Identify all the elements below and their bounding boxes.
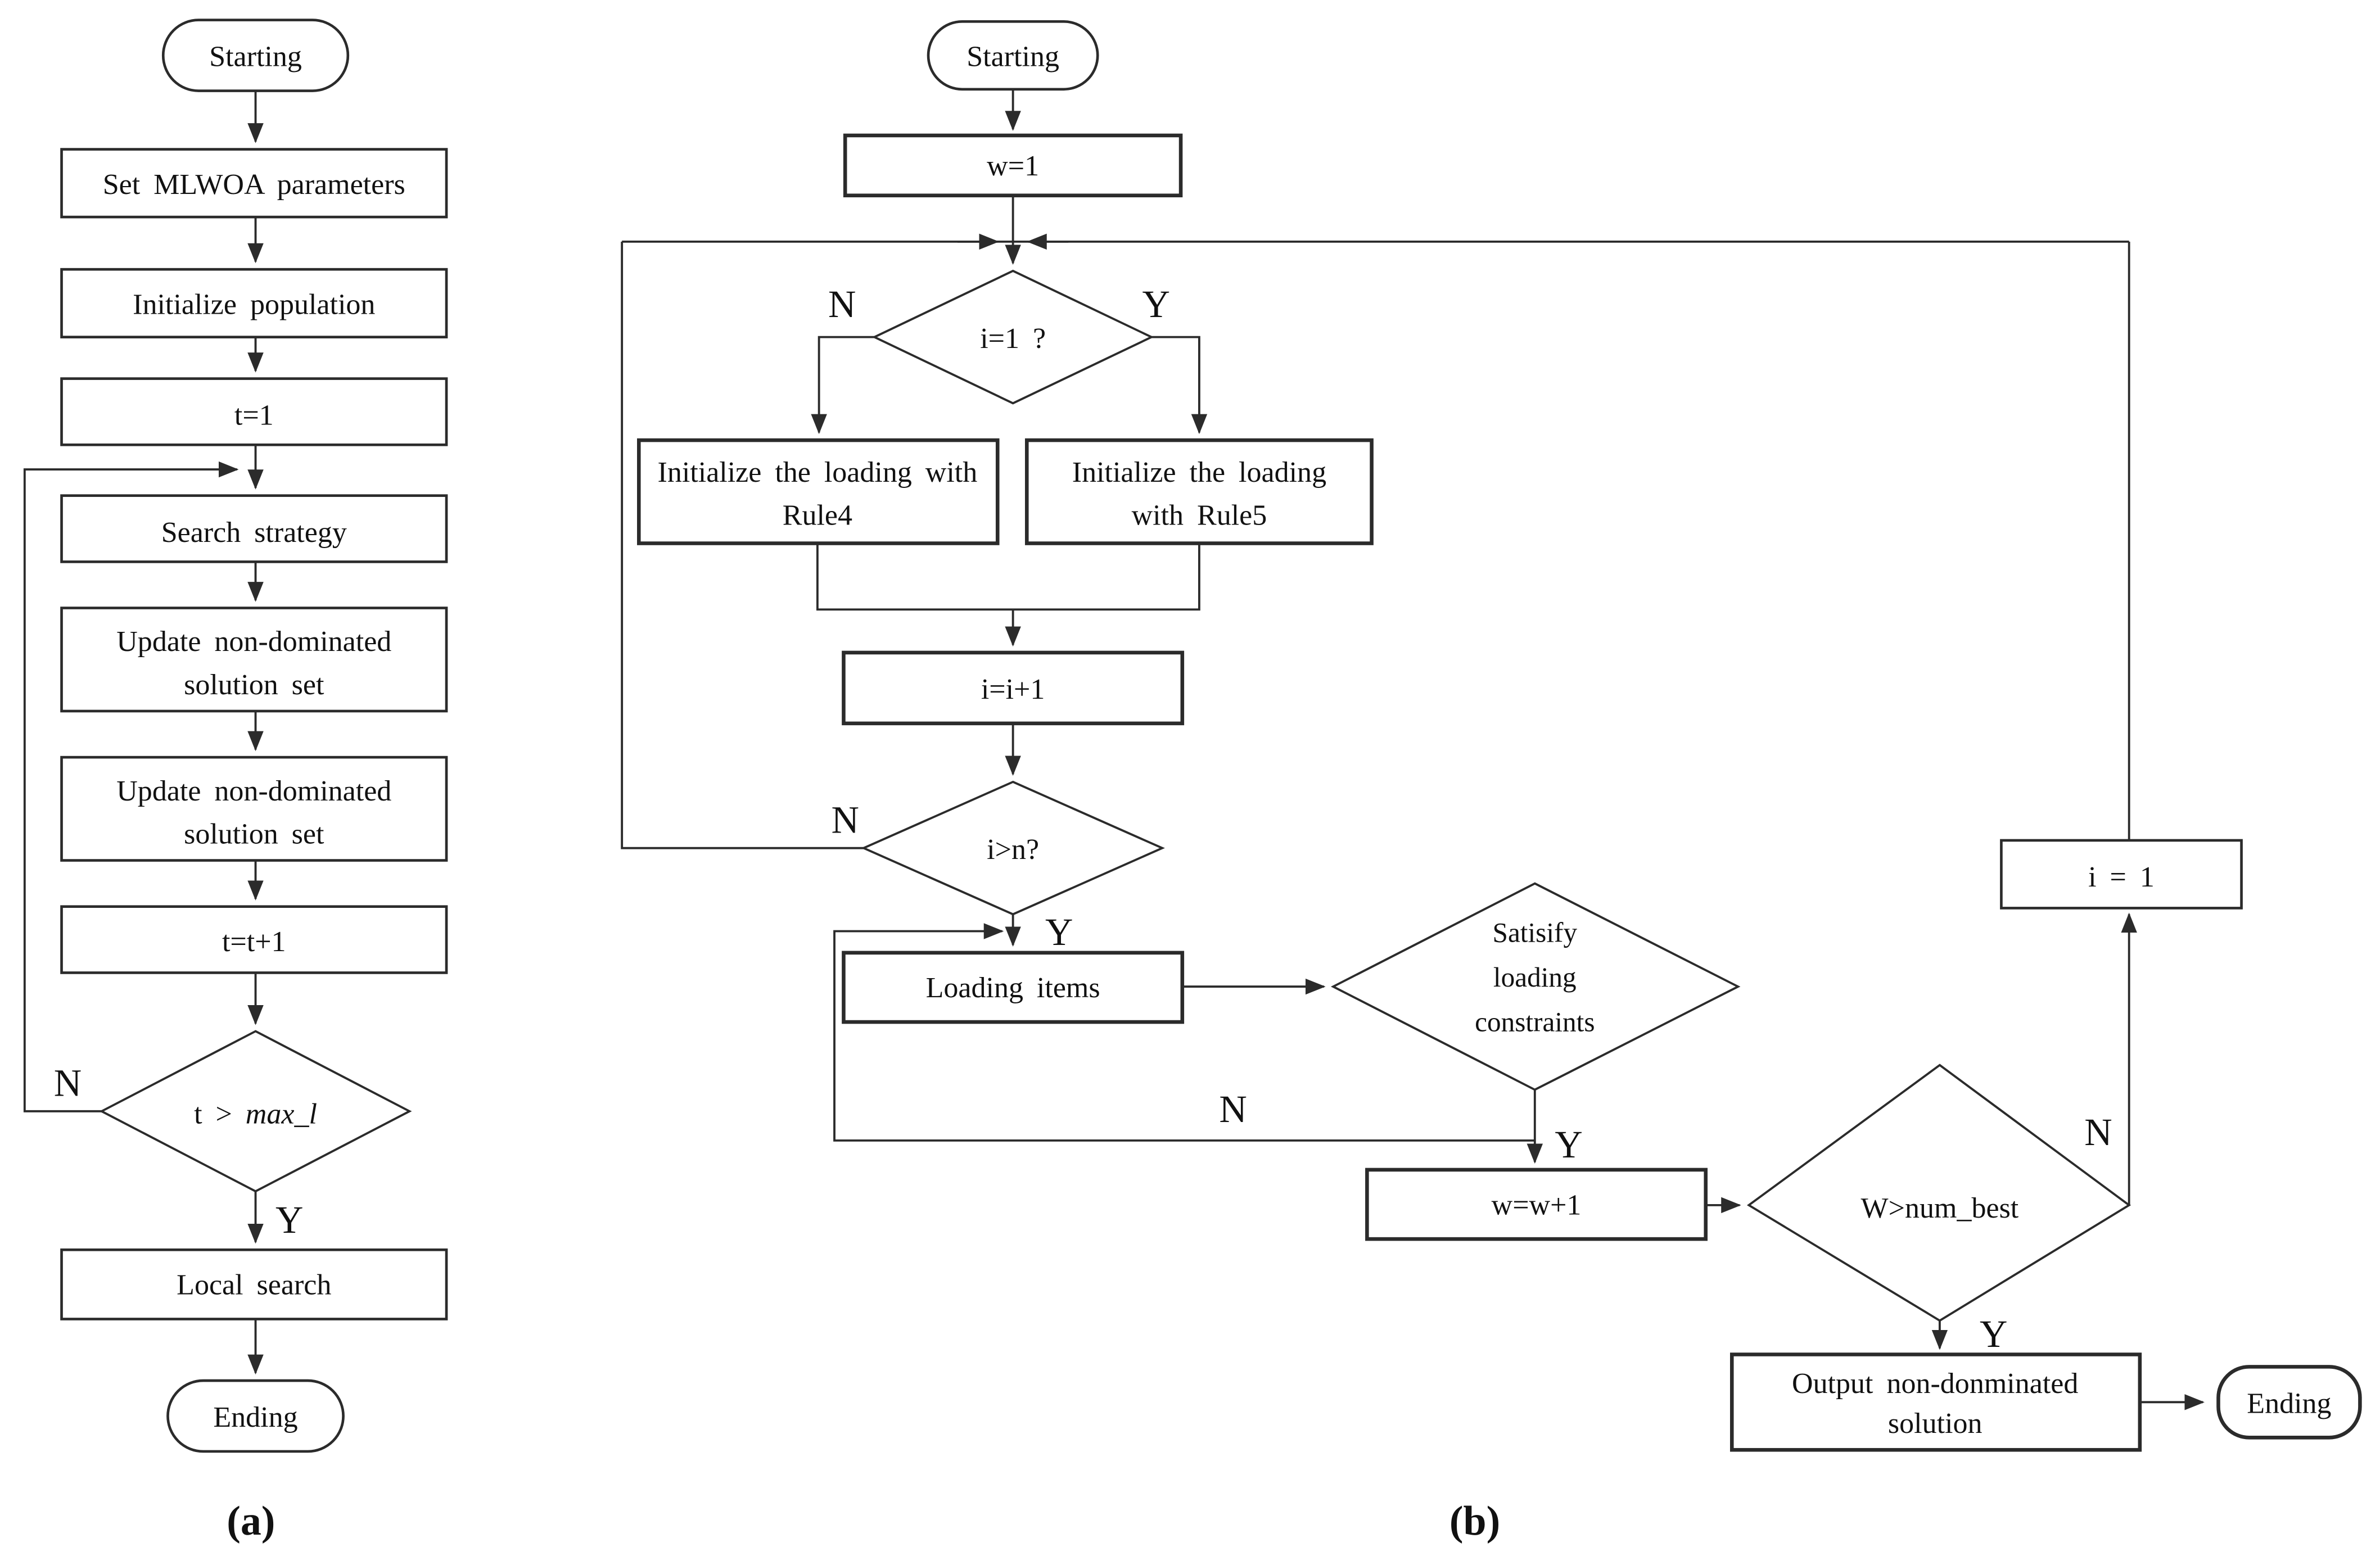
b-decision-constraints-line3: constraints: [1475, 1006, 1595, 1037]
a-local-search-shape: [60, 1248, 448, 1320]
panel-a-caption: (a): [227, 1498, 275, 1544]
b-init-rule5-line2: with Rule5: [1132, 500, 1267, 532]
b-numbest-yes-label: Y: [1980, 1313, 2007, 1355]
b-process-init-rule4: Initialize the loading with Rule4: [637, 438, 1000, 545]
b-init-rule5-line1: Initialize the loading: [1072, 456, 1326, 488]
a-process-update-set-1: Update non-dominated solution set: [60, 607, 448, 713]
a-process-t-increment: t=t+1: [60, 905, 448, 974]
a-local-search-label: Local search: [177, 1269, 331, 1301]
b-output-line2: solution: [1888, 1408, 1982, 1440]
b-end-shape: [2216, 1365, 2362, 1440]
b-process-output: Output non-donminated solution: [1729, 1353, 2142, 1452]
b-i-reset-label: i = 1: [2088, 861, 2155, 893]
a-t-increment-label: t=t+1: [222, 926, 286, 958]
a-decision-iterations: t > max_l: [99, 1030, 412, 1193]
b-decision-num-best: W>num_best: [1746, 1064, 2131, 1322]
b-init-rule4-shape: [637, 438, 1000, 545]
a-process-init-population: Initialize population: [60, 268, 448, 338]
b-i1-branch-no-label: N: [828, 283, 856, 325]
b-elbow-yes-to-rule5: [1151, 336, 1208, 435]
a-start-label: Starting: [209, 41, 302, 73]
b-w-increment-shape: [1365, 1168, 1708, 1241]
a-end-label: Ending: [213, 1401, 297, 1433]
b-in-branch-no-label: N: [831, 798, 859, 841]
a-init-population-label: Initialize population: [133, 289, 375, 321]
b-init-rule4-line2: Rule4: [783, 500, 852, 532]
b-w-increment-label: w=w+1: [1492, 1189, 1582, 1221]
a-update-set-2-shape: [60, 756, 448, 862]
a-branch-no-label: N: [54, 1061, 82, 1104]
b-decision-i-eq-1-label: i=1 ?: [980, 323, 1046, 355]
a-process-t-init: t=1: [60, 377, 448, 446]
a-t-init-label: t=1: [234, 400, 274, 432]
b-constraints-yes-label: Y: [1555, 1123, 1582, 1166]
a-update-set-2-line1: Update non-dominated: [116, 775, 391, 807]
b-process-w-increment: w=w+1: [1365, 1168, 1708, 1241]
b-i-increment-shape: [842, 650, 1185, 726]
a-decision-iterations-label: t > max_l: [194, 1098, 317, 1130]
a-decision-variable: max_l: [246, 1098, 317, 1130]
a-process-update-set-2: Update non-dominated solution set: [60, 756, 448, 862]
b-decision-constraints: Satisify loading constraints: [1330, 882, 1741, 1091]
a-process-search-strategy: Search strategy: [60, 494, 448, 563]
a-decision-prefix: t >: [194, 1098, 246, 1130]
a-update-set-2-line2: solution set: [184, 818, 324, 850]
panel-b-caption: (b): [1449, 1498, 1500, 1544]
panel-a: Starting Set MLWOA parameters Initialize…: [23, 19, 448, 1544]
b-in-branch-yes-label: Y: [1045, 911, 1073, 953]
a-update-set-1-line1: Update non-dominated: [116, 626, 391, 658]
b-i-reset-shape: [2000, 839, 2243, 910]
b-in-no-return-line: [621, 241, 864, 849]
panel-b: Starting w=1 i=1 ? N Y Initialize the lo…: [621, 20, 2362, 1544]
b-decision-constraints-line2: loading: [1493, 962, 1577, 993]
a-search-strategy-shape: [60, 494, 448, 563]
b-start-terminator: Starting: [927, 20, 1099, 91]
b-end-terminator: Ending: [2216, 1365, 2362, 1440]
a-start-terminator: Starting: [161, 19, 350, 92]
a-branch-yes-label: Y: [276, 1198, 303, 1241]
b-w-init-label: w=1: [987, 150, 1039, 182]
b-output-shape: [1729, 1353, 2142, 1452]
b-loading-items-label: Loading items: [926, 972, 1100, 1004]
a-end-shape: [166, 1379, 345, 1453]
b-constraints-no-loop-line: [833, 923, 1535, 1142]
b-numbest-no-label: N: [2084, 1111, 2112, 1154]
b-process-w-init: w=1: [843, 133, 1183, 198]
a-set-params-shape: [60, 148, 448, 219]
b-i1-branch-yes-label: Y: [1142, 283, 1170, 325]
b-process-i-increment: i=i+1: [842, 650, 1185, 726]
b-output-line1: Output non-donminated: [1792, 1368, 2078, 1400]
b-decision-num-best-label: W>num_best: [1861, 1192, 2019, 1224]
b-end-label: Ending: [2247, 1388, 2331, 1420]
b-decision-i-eq-1-shape: [871, 269, 1154, 405]
a-t-init-shape: [60, 377, 448, 446]
a-process-local-search: Local search: [60, 1248, 448, 1320]
b-w-init-shape: [843, 133, 1183, 198]
a-t-increment-shape: [60, 905, 448, 974]
a-loop-no-return-line: [23, 461, 239, 1112]
b-decision-i-eq-1: i=1 ?: [871, 269, 1154, 405]
b-process-i-reset: i = 1: [2000, 839, 2243, 910]
b-start-label: Starting: [967, 41, 1059, 73]
b-process-init-rule5: Initialize the loading with Rule5: [1024, 438, 1374, 545]
a-search-strategy-label: Search strategy: [161, 517, 347, 549]
b-decision-constraints-line1: Satisify: [1493, 917, 1578, 948]
b-i-increment-label: i=i+1: [981, 673, 1045, 705]
b-decision-i-gt-n: i>n?: [861, 780, 1165, 916]
b-process-loading-items: Loading items: [842, 951, 1185, 1024]
a-init-population-shape: [60, 268, 448, 338]
b-decision-i-gt-n-label: i>n?: [987, 834, 1039, 866]
b-constraints-no-label: N: [1219, 1088, 1247, 1130]
a-end-terminator: Ending: [166, 1379, 345, 1453]
a-set-params-label: Set MLWOA parameters: [103, 169, 405, 201]
b-init-rule4-line1: Initialize the loading with: [658, 456, 978, 488]
b-elbow-no-to-rule4: [811, 336, 875, 435]
a-update-set-1-shape: [60, 607, 448, 713]
a-process-set-params: Set MLWOA parameters: [60, 148, 448, 219]
b-merge-rule-branches: [816, 543, 1200, 611]
b-init-rule5-shape: [1024, 438, 1374, 545]
a-update-set-1-line2: solution set: [184, 669, 324, 701]
